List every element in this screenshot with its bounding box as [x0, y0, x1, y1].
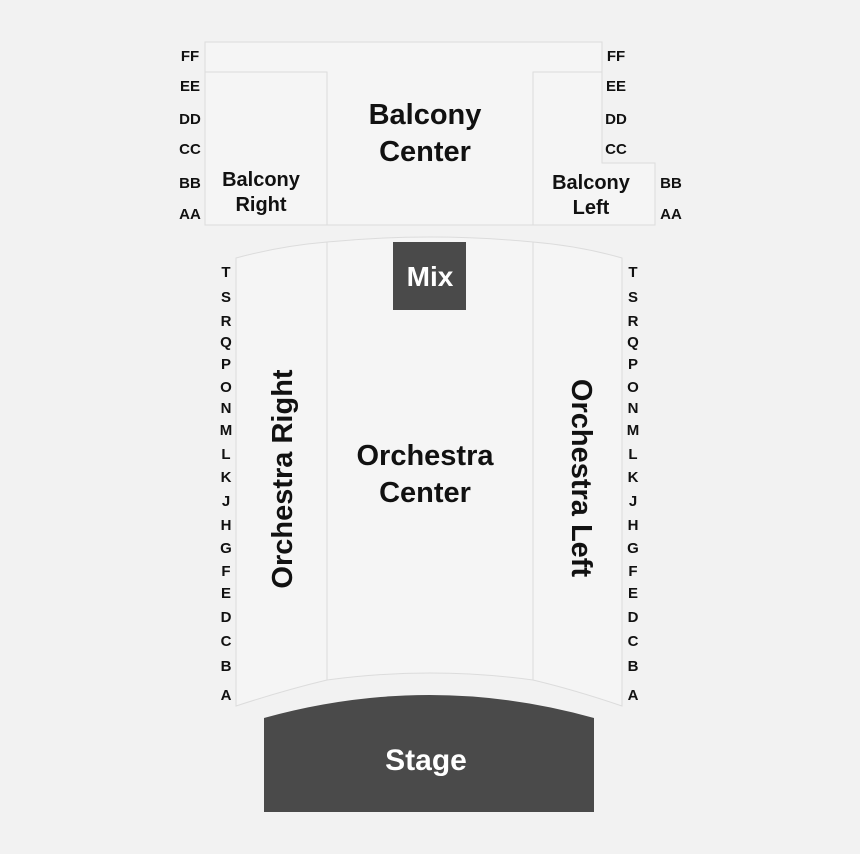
orchestra-row-label-right: K: [628, 469, 639, 486]
balcony-row-label-outer-right: AA: [660, 206, 682, 223]
orchestra-row-label-right: Q: [627, 334, 639, 351]
orchestra-row-label-right: E: [628, 585, 638, 602]
orchestra-row-label-left: Q: [220, 334, 232, 351]
orchestra-row-label-right: B: [628, 658, 639, 675]
balcony-center-label-line1: Balcony: [369, 99, 482, 131]
balcony-left-label-line2: Left: [573, 197, 610, 219]
orchestra-row-label-left: F: [221, 563, 230, 580]
orchestra-row-label-right: P: [628, 356, 638, 373]
orchestra-left-section[interactable]: [532, 241, 623, 707]
mix-label: Mix: [407, 261, 454, 292]
orchestra-row-label-left: H: [221, 517, 232, 534]
balcony-right-section[interactable]: [204, 71, 328, 226]
balcony-row-label-right: CC: [605, 141, 627, 158]
balcony-row-label-left: AA: [179, 206, 201, 223]
orchestra-row-label-right: C: [628, 633, 639, 650]
balcony-row-label-left: CC: [179, 141, 201, 158]
orchestra-left-label: Orchestra Left: [565, 379, 597, 578]
balcony-row-label-right: FF: [607, 48, 625, 65]
orchestra-row-label-left: E: [221, 585, 231, 602]
mix-booth[interactable]: [393, 242, 466, 310]
orchestra-row-label-right: N: [628, 400, 639, 417]
balcony-row-label-left: BB: [179, 175, 201, 192]
orchestra-row-label-left: R: [221, 313, 232, 330]
balcony-left-label-line1: Balcony: [552, 172, 631, 194]
orchestra-row-label-right: J: [629, 493, 637, 510]
orchestra-right-label: Orchestra Right: [267, 369, 299, 588]
balcony-right-label-line1: Balcony: [222, 169, 301, 191]
balcony-row-label-left: EE: [180, 78, 200, 95]
orchestra-row-label-right: S: [628, 289, 638, 306]
balcony-row-label-right: DD: [605, 111, 627, 128]
orchestra-row-label-left: P: [221, 356, 231, 373]
orchestra-row-label-left: D: [221, 609, 232, 626]
orchestra-row-label-right: O: [627, 379, 639, 396]
balcony-right-label-line2: Right: [235, 194, 286, 216]
orchestra-row-label-left: T: [221, 264, 230, 281]
stage-label: Stage: [385, 744, 467, 777]
balcony-row-label-left: DD: [179, 111, 201, 128]
balcony-row-label-right: EE: [606, 78, 626, 95]
orchestra-row-label-left: G: [220, 540, 232, 557]
orchestra-row-label-right: A: [628, 687, 639, 704]
orchestra-row-label-left: A: [221, 687, 232, 704]
orchestra-center-label-line2: Center: [379, 477, 471, 509]
stage: [264, 695, 594, 812]
balcony-center-label-line2: Center: [379, 136, 471, 168]
orchestra-row-label-left: O: [220, 379, 232, 396]
orchestra-row-label-right: F: [628, 563, 637, 580]
orchestra-row-label-left: J: [222, 493, 230, 510]
orchestra-row-label-right: D: [628, 609, 639, 626]
orchestra-center-label-line1: Orchestra: [356, 440, 494, 472]
orchestra-row-label-right: T: [628, 264, 637, 281]
orchestra-row-label-left: C: [221, 633, 232, 650]
balcony-left-section[interactable]: [532, 71, 656, 226]
orchestra-row-label-right: R: [628, 313, 639, 330]
balcony-row-label-left: FF: [181, 48, 199, 65]
orchestra-row-label-left: K: [221, 469, 232, 486]
orchestra-row-label-left: B: [221, 658, 232, 675]
orchestra-row-label-right: G: [627, 540, 639, 557]
orchestra-row-label-left: L: [221, 446, 230, 463]
balcony-row-label-outer-right: BB: [660, 175, 682, 192]
orchestra-row-label-left: N: [221, 400, 232, 417]
orchestra-row-label-left: S: [221, 289, 231, 306]
orchestra-row-label-right: H: [628, 517, 639, 534]
orchestra-row-label-right: M: [627, 422, 640, 439]
orchestra-row-label-right: L: [628, 446, 637, 463]
orchestra-row-label-left: M: [220, 422, 233, 439]
